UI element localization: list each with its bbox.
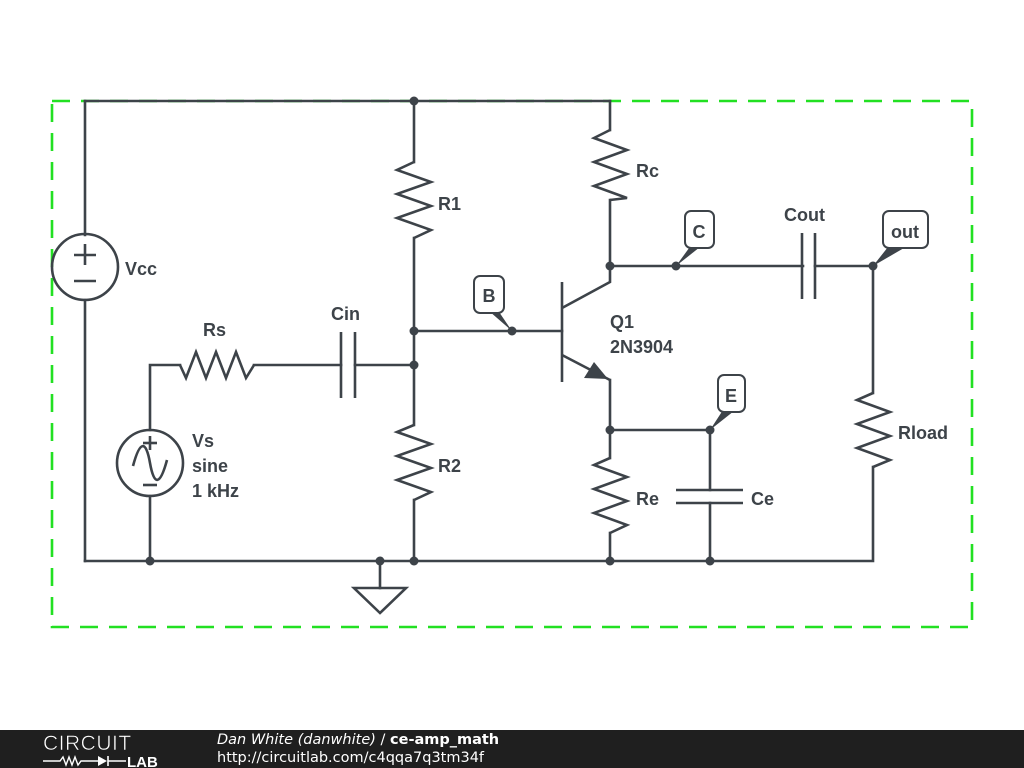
vcc-source-body bbox=[50, 232, 120, 302]
re-label: Re bbox=[636, 489, 659, 509]
net-flag-emitter-label: E bbox=[725, 386, 737, 406]
title-separator: / bbox=[375, 732, 391, 748]
flag-dot bbox=[868, 261, 878, 271]
project-name[interactable]: ce-amp_math bbox=[390, 732, 500, 748]
output-wire bbox=[813, 264, 875, 395]
resistor-rload[interactable]: Rload bbox=[853, 391, 948, 469]
emitter-arrow-icon bbox=[584, 362, 608, 379]
net-flag-emitter[interactable]: E bbox=[705, 374, 746, 435]
capacitor-cin[interactable]: Cin bbox=[331, 304, 360, 398]
capacitor-ce[interactable]: Ce bbox=[676, 488, 774, 509]
net-flag-base[interactable]: B bbox=[473, 275, 517, 336]
logo-resistor-icon bbox=[43, 755, 98, 767]
transistor-q1[interactable]: Q1 2N3904 bbox=[560, 266, 673, 382]
wires bbox=[83, 99, 875, 590]
resistor-zigzag-icon bbox=[590, 128, 631, 202]
project-url[interactable]: http://circuitlab.com/c4qqa7q3tm34f bbox=[217, 750, 485, 766]
junction-dot bbox=[409, 360, 419, 370]
junction-dot bbox=[605, 556, 615, 566]
resistor-r2[interactable]: R2 bbox=[393, 423, 461, 502]
footer-bar: CIRCUIT LAB Dan White (danwhite) / ce-am… bbox=[0, 730, 1024, 768]
resistor-zigzag-icon bbox=[590, 456, 631, 535]
junction-dot bbox=[705, 556, 715, 566]
net-flag-output[interactable]: out bbox=[868, 210, 929, 271]
ce-label: Ce bbox=[751, 489, 774, 509]
rc-label: Rc bbox=[636, 161, 659, 181]
rload-label: Rload bbox=[898, 423, 948, 443]
rs-label: Rs bbox=[203, 320, 226, 340]
net-flag-box bbox=[717, 374, 746, 413]
junction-dot bbox=[409, 326, 419, 336]
capacitor-cout[interactable]: Cout bbox=[784, 205, 825, 299]
ground-icon bbox=[350, 586, 410, 615]
junctions bbox=[145, 96, 715, 566]
vcc-source[interactable]: Vcc bbox=[50, 232, 157, 302]
net-flag-box bbox=[684, 210, 715, 249]
logo-bottom-text: LAB bbox=[127, 754, 158, 767]
resistor-rs[interactable]: Rs bbox=[178, 320, 256, 382]
resistor-zigzag-icon bbox=[393, 423, 435, 502]
flag-dot bbox=[705, 425, 715, 435]
vs-top-wire bbox=[148, 363, 182, 432]
resistor-zigzag-icon bbox=[178, 348, 256, 382]
vs-waveform-label: sine bbox=[192, 456, 228, 476]
resistor-zigzag-icon bbox=[853, 391, 894, 469]
vs-label: Vs bbox=[192, 431, 214, 451]
logo-top-text: CIRCUIT bbox=[43, 732, 132, 755]
circuitlab-logo[interactable]: CIRCUIT LAB bbox=[40, 731, 180, 767]
flag-pointer-icon bbox=[676, 244, 700, 266]
cin-label: Cin bbox=[331, 304, 360, 324]
vs-frequency-label: 1 kHz bbox=[192, 481, 239, 501]
ground-rail-wire bbox=[83, 465, 875, 563]
footer-info: Dan White (danwhite) / ce-amp_math http:… bbox=[217, 731, 499, 767]
net-flag-base-label: B bbox=[483, 286, 496, 306]
junction-dot bbox=[409, 556, 419, 566]
flag-pointer-icon bbox=[710, 410, 734, 430]
resistor-r1[interactable]: R1 bbox=[393, 160, 461, 240]
junction-dot bbox=[145, 556, 155, 566]
footer-title-line: Dan White (danwhite) / ce-amp_math bbox=[217, 731, 499, 749]
q1-part-label: 2N3904 bbox=[610, 337, 673, 357]
author-name[interactable]: Dan White (danwhite) bbox=[217, 732, 376, 748]
sine-wave-icon bbox=[131, 444, 169, 482]
flag-dot bbox=[671, 261, 681, 271]
net-flag-collector[interactable]: C bbox=[671, 210, 715, 271]
vs-source-body bbox=[115, 428, 185, 498]
schematic-canvas: Vcc Vs sine 1 kHz Rs Cin R1 R2 Rc bbox=[50, 96, 974, 629]
transistor-collector-lead bbox=[561, 266, 612, 310]
logo-diode-icon bbox=[98, 756, 107, 766]
ground-symbol[interactable] bbox=[350, 586, 410, 615]
vcc-label: Vcc bbox=[125, 259, 157, 279]
emitter-wire bbox=[608, 378, 712, 492]
cout-label: Cout bbox=[784, 205, 825, 225]
q1-label: Q1 bbox=[610, 312, 634, 332]
r1-label: R1 bbox=[438, 194, 461, 214]
net-flag-output-label: out bbox=[891, 222, 919, 242]
resistor-zigzag-icon bbox=[393, 160, 435, 240]
net-flag-collector-label: C bbox=[693, 222, 706, 242]
r2-label: R2 bbox=[438, 456, 461, 476]
flag-pointer-icon bbox=[873, 247, 904, 266]
junction-dot bbox=[605, 425, 615, 435]
flag-dot bbox=[507, 326, 517, 336]
net-flag-box bbox=[882, 210, 929, 249]
resistor-re[interactable]: Re bbox=[590, 456, 659, 535]
flag-pointer-icon bbox=[489, 309, 512, 331]
resistor-rc[interactable]: Rc bbox=[590, 128, 659, 202]
junction-dot bbox=[375, 556, 385, 566]
vs-source[interactable]: Vs sine 1 kHz bbox=[115, 428, 239, 501]
net-flag-box bbox=[473, 275, 505, 314]
junction-dot bbox=[409, 96, 419, 106]
